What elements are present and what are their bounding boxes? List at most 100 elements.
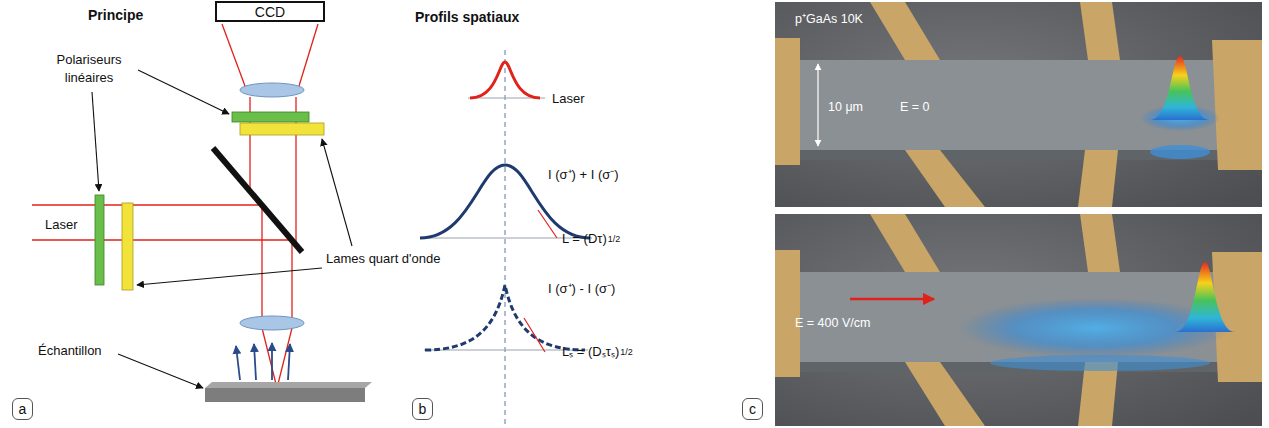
dimension: 10 μm [828,97,863,115]
linear-polarizer [95,195,104,285]
exponent-text: 1/2 [620,347,633,357]
photo-annotation: E = 400 V/cm [795,313,870,331]
profile-label: I (σ⁺) - I (σ⁻) [548,279,615,297]
micrograph [775,214,1262,426]
panel-title-text: Principe [88,7,143,23]
micrograph [1080,2,1120,60]
quarter-wave-plate [122,123,324,290]
light-rays [222,24,245,86]
light-rays [299,24,318,86]
light-rays [277,328,292,388]
panel-title-text: Profils spatiaux [415,9,519,25]
box-text: c [749,402,756,416]
profile-label: Laser [552,89,585,107]
panel-title: Principe [88,6,143,24]
beam-splitter [213,148,302,252]
micrograph [775,38,800,165]
photo-annotation: E = 0 [900,97,930,115]
emission-arrow [254,344,256,380]
length-formula: Lₛ = (Dₛτₛ) [562,342,619,360]
leader-arrow [138,70,229,114]
micrograph [817,64,818,146]
quarter-wave-plate [122,203,133,290]
exponent-text: 1/2 [608,234,621,244]
micrograph [905,362,985,426]
micrograph [775,250,800,377]
tangent-line [524,318,545,352]
length-formula-text: Lₛ = (Dₛτₛ) [562,344,619,359]
box-text: a [19,402,27,416]
light-rays [262,328,277,388]
emission-arrow [236,346,240,380]
lens [240,83,304,97]
photo-annotation-text: E = 400 V/cm [795,316,870,330]
length-formula: L = (Dτ) [562,229,607,247]
sample [205,388,365,402]
light-rays [32,204,262,205]
micrograph [870,2,940,60]
component-label-text: Lames quart d'onde [326,251,441,266]
component-label: Lames quart d'onde [326,249,408,267]
photo-annotation-text: p⁺GaAs 10K [795,12,863,26]
light-rays [32,239,292,240]
dimension-text: 10 μm [828,100,863,114]
photo-annotation-text: E = 0 [900,100,930,114]
light-rays [291,240,292,318]
lens [240,316,304,330]
component-label: Polariseurs linéaires [40,50,138,86]
profile-label-text: Laser [552,91,585,106]
length-formula-text: L = (Dτ) [562,231,607,246]
micrograph [775,214,1262,426]
micrograph [1150,56,1210,120]
baseline [420,98,592,350]
exponent: 1/2 [608,228,621,246]
leader-arrow [92,70,352,388]
component-label-text: Échantillon [38,343,102,358]
light-rays [261,205,262,318]
profile-label: I (σ⁺) + I (σ⁻) [548,165,619,183]
camera-box: CCD [215,1,325,22]
leader-arrow [137,268,322,285]
sample [205,382,372,388]
micrograph [1175,262,1235,332]
micrograph [1078,150,1118,207]
component-label: Laser [45,215,78,233]
component-label-text: Laser [45,217,78,232]
center-axis [505,50,506,428]
emission-arrow [236,343,290,380]
panel-letter: b [412,398,433,420]
micrograph [1212,40,1262,170]
component-label-text: Polariseurs linéaires [56,52,121,85]
micrograph [1078,362,1118,426]
emission-arrow [271,343,273,380]
micrograph [1150,145,1210,159]
profile-label-text: I (σ⁺) - I (σ⁻) [548,281,615,296]
box-text: CCD [255,5,285,19]
linear-polarizer [232,112,309,122]
profile-label-text: I (σ⁺) + I (σ⁻) [548,167,619,182]
component-label: Échantillon [38,341,102,359]
micrograph [850,298,934,301]
leader-arrow [92,92,99,191]
panel-title: Profils spatiaux [415,8,519,26]
micrograph [905,150,985,207]
panel-letter: a [12,398,33,420]
micrograph [1080,214,1120,272]
micrograph [775,2,1262,207]
sample [205,382,372,402]
box-text: b [419,402,427,416]
light-rays [32,24,318,388]
quarter-wave-plate [240,123,324,135]
leader-arrow [322,139,352,246]
emission-arrow [288,344,290,380]
photo-annotation: p⁺GaAs 10K [795,9,863,27]
leader-arrow [118,354,203,388]
panel-letter: c [742,398,763,420]
micrograph [870,214,940,272]
exponent: 1/2 [620,341,633,359]
light-rays [249,97,250,191]
